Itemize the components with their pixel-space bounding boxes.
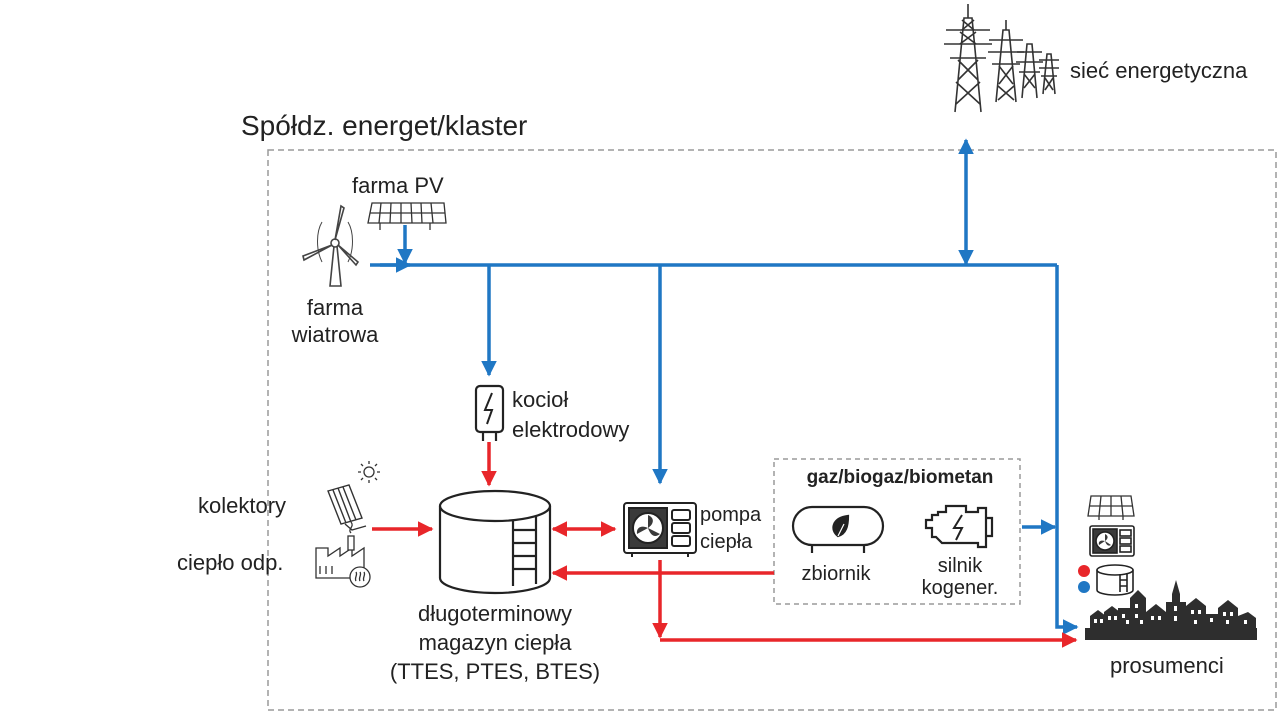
wind-turbine-icon (302, 204, 360, 287)
boiler-label: kocioł elektrodowy (512, 387, 630, 442)
grid-label: sieć energetyczna (1070, 58, 1248, 83)
tank-label: zbiornik (802, 563, 872, 585)
prosumer-heat-pump-icon (1089, 525, 1135, 557)
electrode-boiler-icon (474, 384, 505, 441)
storage-label: długoterminowy magazyn ciepła (TTES, PTE… (389, 601, 601, 684)
cluster-title: Spółdz. energet/klaster (241, 110, 527, 141)
transmission-tower-icon (944, 4, 1059, 113)
heat-pump-icon (623, 502, 697, 557)
gas-box-title: gaz/biogaz/biometan (807, 467, 994, 488)
cold-water-dot-icon (1078, 581, 1090, 593)
wind-farm-label: farma wiatrowa (291, 295, 379, 347)
prosumer-solar-panel-icon (1087, 495, 1135, 520)
electric-flows (370, 138, 1079, 635)
gas-group-boundary (773, 458, 1021, 605)
chp-engine-icon (924, 504, 994, 549)
solar-panel-icon (367, 202, 447, 230)
prosumer-storage-icon (1096, 564, 1134, 596)
collectors-label: kolektory (198, 493, 286, 518)
prosumers-label: prosumenci (1110, 653, 1224, 678)
pv-label: farma PV (352, 173, 444, 198)
heat-pump-label: pompa ciepła (700, 504, 762, 553)
chp-label: silnik kogener. (921, 555, 999, 599)
waste-heat-factory-icon (315, 521, 371, 588)
heat-storage-tank-icon (438, 489, 552, 595)
town-skyline-icon (1085, 580, 1257, 640)
gas-tank-icon (791, 505, 885, 553)
sun-icon (358, 461, 380, 483)
heat-flows (372, 442, 1078, 648)
waste-heat-label: ciepło odp. (177, 550, 283, 575)
solar-collector-icon (327, 484, 367, 531)
bus-to-prosumers-arrow (1055, 265, 1079, 635)
hot-water-dot-icon (1078, 565, 1090, 577)
cluster-boundary (267, 149, 1277, 711)
